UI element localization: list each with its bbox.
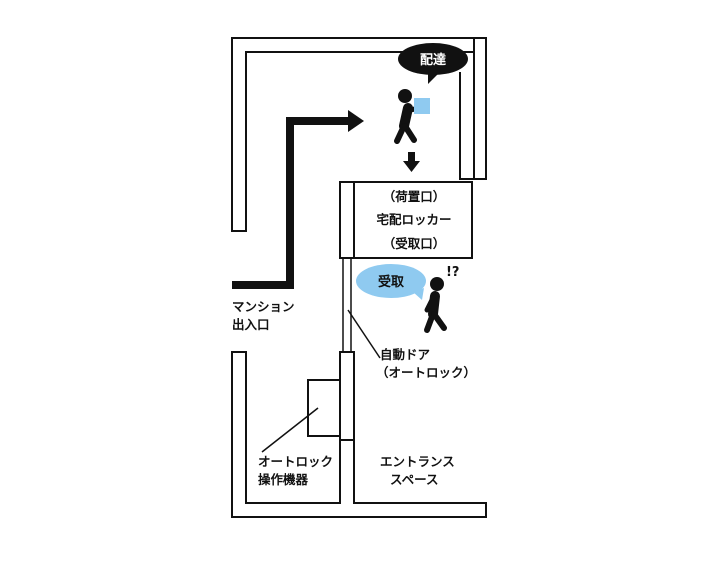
auto-door-label-line1: 自動ドア [380, 347, 430, 362]
wall-right-stub [459, 72, 474, 180]
delivery-person-icon [394, 89, 423, 144]
delivery-bubble-text: 配達 [420, 52, 446, 68]
panel-label-line1: オートロック [258, 454, 333, 469]
door-frame-bottom [339, 351, 355, 441]
arrow-down-icon [403, 152, 420, 172]
locker-label-bottom: （受取口） [383, 236, 446, 251]
route-arrow-icon [232, 110, 364, 289]
panel-label-line2: 操作機器 [258, 472, 309, 487]
space-label-line2: スペース [390, 472, 439, 487]
locker-label-top: （荷置口） [383, 189, 446, 204]
space-label-line1: エントランス [380, 454, 455, 469]
auto-door-label-line2: （オートロック） [376, 365, 476, 380]
pickup-bubble-text: 受取 [378, 274, 405, 290]
entrance-label-line2: 出入口 [232, 317, 270, 332]
wall-upper-right [473, 37, 487, 180]
exclaim-mark: !? [446, 265, 459, 280]
door-frame-top [339, 181, 355, 259]
entrance-label-line1: マンション [232, 299, 295, 314]
locker-box [353, 181, 473, 259]
auto-door-leader-line [347, 309, 381, 359]
resident-person-icon [424, 277, 447, 333]
delivery-speech-bubble: 配達 [398, 43, 468, 84]
autolock-panel [307, 379, 341, 437]
locker-label-middle: 宅配ロッカー [376, 212, 451, 227]
panel-leader-line [261, 407, 319, 453]
pickup-speech-bubble: 受取 [356, 264, 426, 300]
package-icon [414, 98, 430, 114]
delivery-locker: （荷置口） 宅配ロッカー （受取口） [353, 181, 473, 259]
